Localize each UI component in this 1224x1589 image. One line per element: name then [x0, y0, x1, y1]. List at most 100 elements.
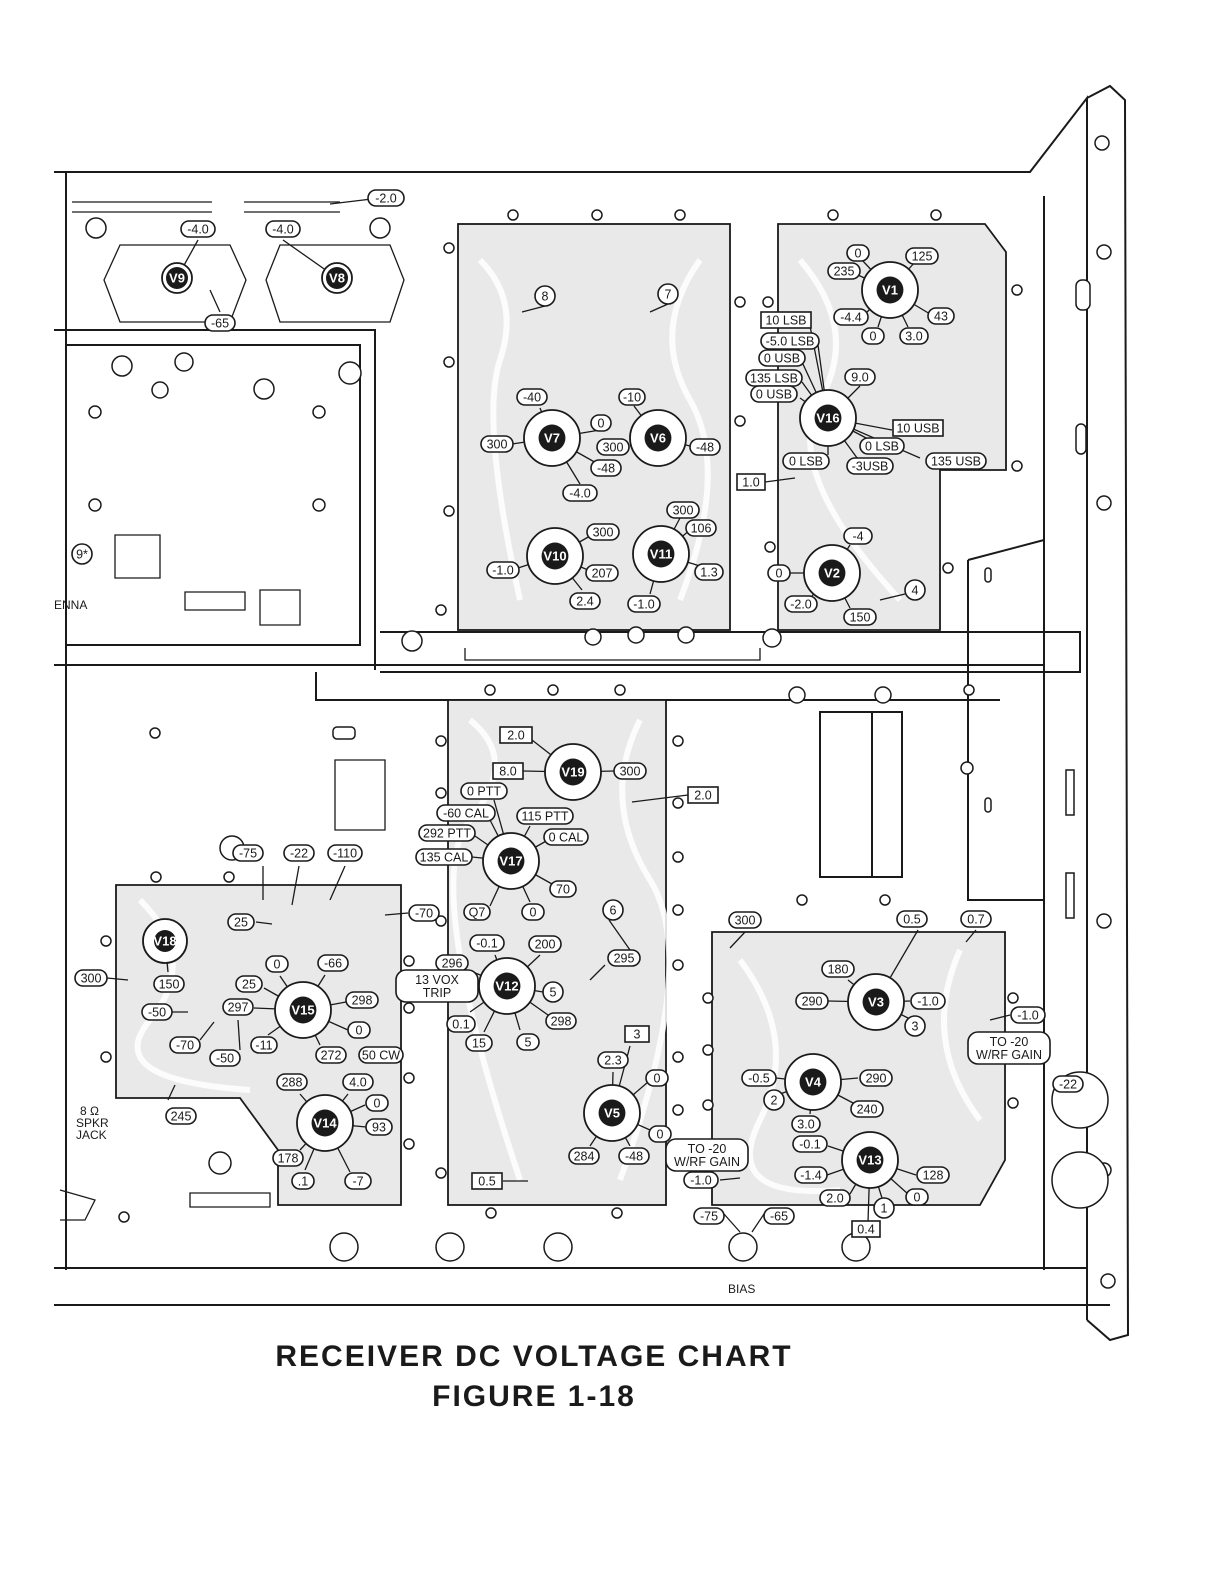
- voltage-value: -0.1: [476, 937, 498, 951]
- voltage-value: 3.0: [797, 1118, 814, 1132]
- voltage-badge: [596, 438, 630, 456]
- voltage-badge: [758, 349, 806, 367]
- voltage-label: -1.0: [486, 561, 520, 579]
- voltage-label: 5: [516, 1033, 540, 1051]
- voltage-value: 0: [654, 1072, 661, 1086]
- tube-marker: [559, 758, 587, 786]
- voltage-badge: [590, 459, 622, 477]
- voltage-value: Q7: [469, 906, 486, 920]
- voltage-badge: [436, 804, 496, 822]
- voltage-label: -50: [209, 1049, 241, 1067]
- voltage-badge: [627, 595, 661, 613]
- voltage-badge: [851, 1220, 881, 1238]
- voltage-value: 0: [356, 1024, 363, 1038]
- voltage-badge: [492, 762, 524, 780]
- voltage-label: 0 LSB: [782, 452, 830, 470]
- tube-marker: [598, 1099, 626, 1127]
- voltage-badge: [222, 998, 254, 1016]
- voltage-badge: [232, 844, 264, 862]
- voltage-label: 0 LSB: [859, 437, 905, 455]
- voltage-value: 180: [828, 963, 849, 977]
- note-line: 13 VOX: [415, 973, 459, 987]
- voltage-label: -1.0: [683, 1171, 719, 1189]
- voltage-badge: [648, 1125, 672, 1143]
- voltage-value: 1.3: [700, 566, 717, 580]
- voltage-value: 0: [274, 958, 281, 972]
- voltage-label: 128: [916, 1166, 950, 1184]
- voltage-label: 180: [821, 960, 855, 978]
- voltage-label: 0: [861, 327, 885, 345]
- voltage-label: 4.0: [342, 1073, 374, 1091]
- voltage-value: 300: [593, 526, 614, 540]
- voltage-badge: [141, 1003, 173, 1021]
- tube-label: V2: [824, 566, 840, 581]
- voltage-badge: [463, 903, 491, 921]
- voltage-badge: [291, 1172, 315, 1190]
- voltage-badge: [916, 1166, 950, 1184]
- voltage-label: 2.0: [819, 1189, 851, 1207]
- tube-label: V3: [868, 995, 884, 1010]
- tube-label: V7: [544, 431, 560, 446]
- voltage-label: 2.0: [499, 726, 533, 744]
- voltage-label: 0: [521, 903, 545, 921]
- voltage-badge: [1010, 1006, 1046, 1024]
- voltage-label: 297: [222, 998, 254, 1016]
- voltage-label: 300: [74, 969, 108, 987]
- voltage-label: -4.0: [180, 220, 216, 238]
- voltage-badge: [169, 1036, 201, 1054]
- voltage-value: 50 CW: [362, 1049, 400, 1063]
- voltage-label: 290: [859, 1069, 893, 1087]
- voltage-badge: [821, 960, 855, 978]
- voltage-label: -40: [516, 388, 548, 406]
- voltage-value: 2.4: [576, 595, 593, 609]
- voltage-badge: [365, 1118, 393, 1136]
- voltage-label: 0 CAL: [543, 828, 589, 846]
- voltage-value: 4: [912, 584, 919, 598]
- voltage-badge: [683, 1171, 719, 1189]
- voltage-label: Q7: [463, 903, 491, 921]
- voltage-value: -48: [625, 1150, 643, 1164]
- voltage-badge: [859, 437, 905, 455]
- voltage-circle: [71, 543, 93, 565]
- voltage-circle: [873, 1197, 895, 1219]
- voltage-badge: [180, 220, 216, 238]
- voltage-value: -48: [597, 462, 615, 476]
- tube-label: V9: [169, 271, 185, 286]
- voltage-value: 2.0: [507, 729, 524, 743]
- voltage-label: 106: [685, 519, 717, 537]
- voltage-badge: [569, 592, 601, 610]
- voltage-value: -70: [176, 1039, 194, 1053]
- voltage-value: 125: [912, 250, 933, 264]
- voltage-value: 300: [81, 972, 102, 986]
- voltage-badge: [843, 608, 877, 626]
- tube-v3: V3: [847, 973, 905, 1031]
- voltage-label: 290: [795, 992, 829, 1010]
- voltage-value: -10: [623, 391, 641, 405]
- voltage-label: 0: [645, 1069, 669, 1087]
- voltage-label: 292 PTT: [418, 824, 476, 842]
- voltage-badge: [618, 1147, 650, 1165]
- tube-marker: [493, 972, 521, 1000]
- voltage-value: 288: [282, 1076, 303, 1090]
- voltage-badge: [927, 307, 955, 325]
- voltage-label: 0: [590, 414, 612, 432]
- voltage-value: 115 PTT: [521, 810, 568, 824]
- voltage-badge: [1052, 1075, 1084, 1093]
- voltage-circle: [602, 899, 624, 921]
- voltage-label: 0 USB: [758, 349, 806, 367]
- voltage-badge: [545, 1012, 577, 1030]
- voltage-value: -48: [696, 441, 714, 455]
- voltage-badge: [528, 935, 562, 953]
- voltage-badge: [165, 1107, 197, 1125]
- voltage-value: -11: [255, 1039, 272, 1053]
- tube-marker: [166, 267, 188, 289]
- voltage-value: 0: [530, 906, 537, 920]
- voltage-label: 245: [165, 1107, 197, 1125]
- tube-v15: V15: [274, 981, 332, 1039]
- voltage-badge: [750, 385, 798, 403]
- tube-marker: [862, 988, 890, 1016]
- voltage-value: 0 USB: [764, 352, 800, 366]
- tube-label: V8: [329, 271, 345, 286]
- voltage-value: -0.1: [799, 1138, 821, 1152]
